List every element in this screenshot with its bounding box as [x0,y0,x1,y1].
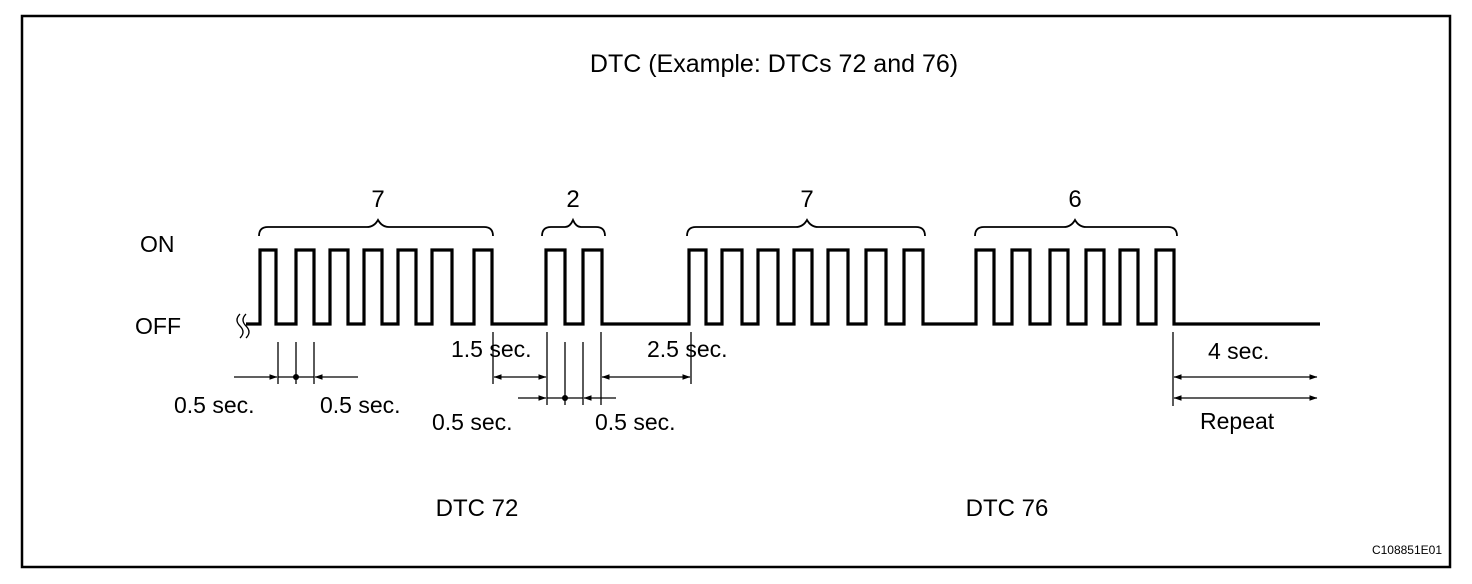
digit-gap-label: 1.5 sec. [451,336,532,362]
brace-group-3 [686,218,926,237]
code-gap-callout [601,332,692,384]
dtc-72-label: DTC 72 [436,495,519,522]
break-symbol-icon [236,313,250,339]
repeat-callout [1172,332,1318,406]
brace-group-1 [258,218,494,237]
pulse-off-time-label: 0.5 sec. [320,392,401,418]
group-count-label: 7 [371,186,384,213]
off-level-label: OFF [135,313,181,339]
digit-gap-callout [492,332,548,405]
repeat-gap-label: 4 sec. [1208,338,1269,364]
diagram-title: DTC (Example: DTCs 72 and 76) [590,50,958,78]
brace-group-4 [974,218,1178,237]
figure-id: C108851E01 [1372,543,1442,557]
pulse-on-time-label: 0.5 sec. [174,392,255,418]
repeat-label: Repeat [1200,408,1275,434]
dtc-76-label: DTC 76 [966,495,1049,522]
on-level-label: ON [140,231,175,257]
pulse-timing-callout-2 [518,332,616,405]
group-count-label: 2 [566,186,579,213]
pulse-off-time-label: 0.5 sec. [595,409,676,435]
pulse-on-time-label: 0.5 sec. [432,409,513,435]
pulse-timing-callout-1 [234,342,358,384]
group-count-label: 6 [1068,186,1081,213]
code-gap-label: 2.5 sec. [647,336,728,362]
diagram-frame [20,14,1452,569]
signal-waveform [246,248,1320,326]
brace-group-2 [541,217,606,237]
group-count-label: 7 [800,186,813,213]
